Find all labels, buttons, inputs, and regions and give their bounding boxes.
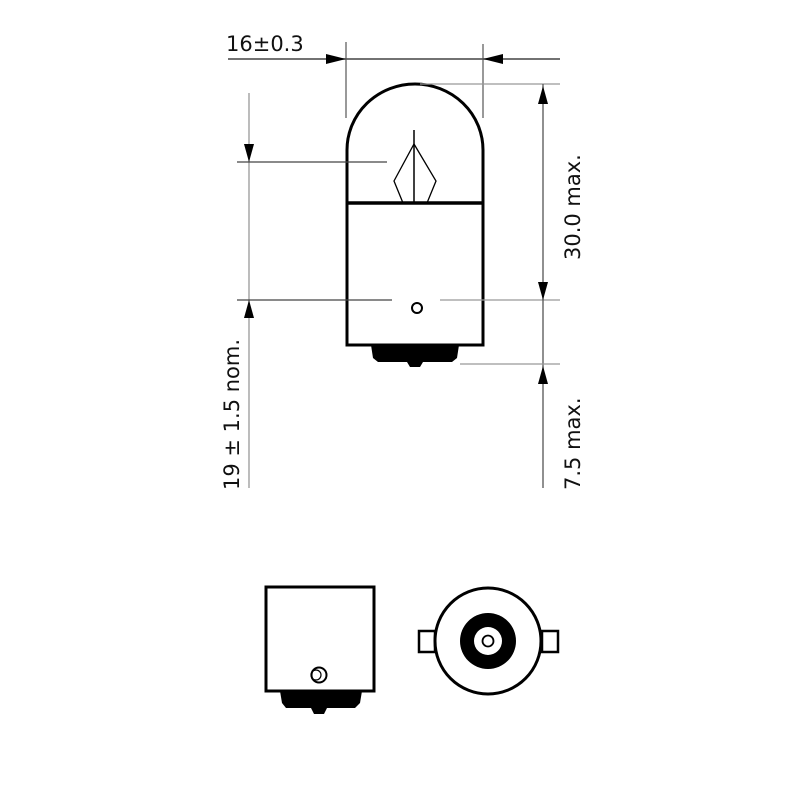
diameter-label: 16±0.3: [226, 32, 304, 56]
glass-bulb: [345, 82, 485, 203]
diameter-dimension: 16±0.3: [226, 32, 560, 118]
bayonet-pin: [310, 666, 328, 684]
height-dimension: 30.0 max. 7.5 max.: [420, 83, 585, 490]
arrow-down-icon: [244, 144, 254, 162]
bayonet-pin: [411, 302, 423, 314]
bayonet-tab-right: [540, 629, 560, 654]
main-side-view: 16±0.3 19 ± 1.5 nom.: [220, 32, 585, 490]
base-contact: [407, 362, 423, 367]
rotated-side-view: [264, 585, 376, 714]
center-contact: [481, 634, 495, 648]
light-center-label: 19 ± 1.5 nom.: [220, 339, 244, 490]
arrow-right-icon: [326, 54, 346, 64]
metal-base: [345, 201, 485, 347]
height-max-label: 30.0 max.: [561, 154, 585, 260]
bayonet-tab-left: [417, 629, 437, 654]
arrow-up-icon: [244, 300, 254, 318]
light-center-dimension: 19 ± 1.5 nom.: [220, 93, 560, 490]
arrow-up-icon: [538, 86, 548, 104]
filament: [393, 130, 437, 204]
base-cap: [280, 691, 362, 708]
arrow-down-icon: [538, 282, 548, 300]
bottom-view: [417, 586, 560, 696]
base-max-label: 7.5 max.: [561, 397, 585, 490]
arrow-up-icon: [538, 366, 548, 384]
base-cap: [371, 345, 459, 362]
arrow-left-icon: [483, 54, 503, 64]
base-contact: [311, 708, 327, 714]
